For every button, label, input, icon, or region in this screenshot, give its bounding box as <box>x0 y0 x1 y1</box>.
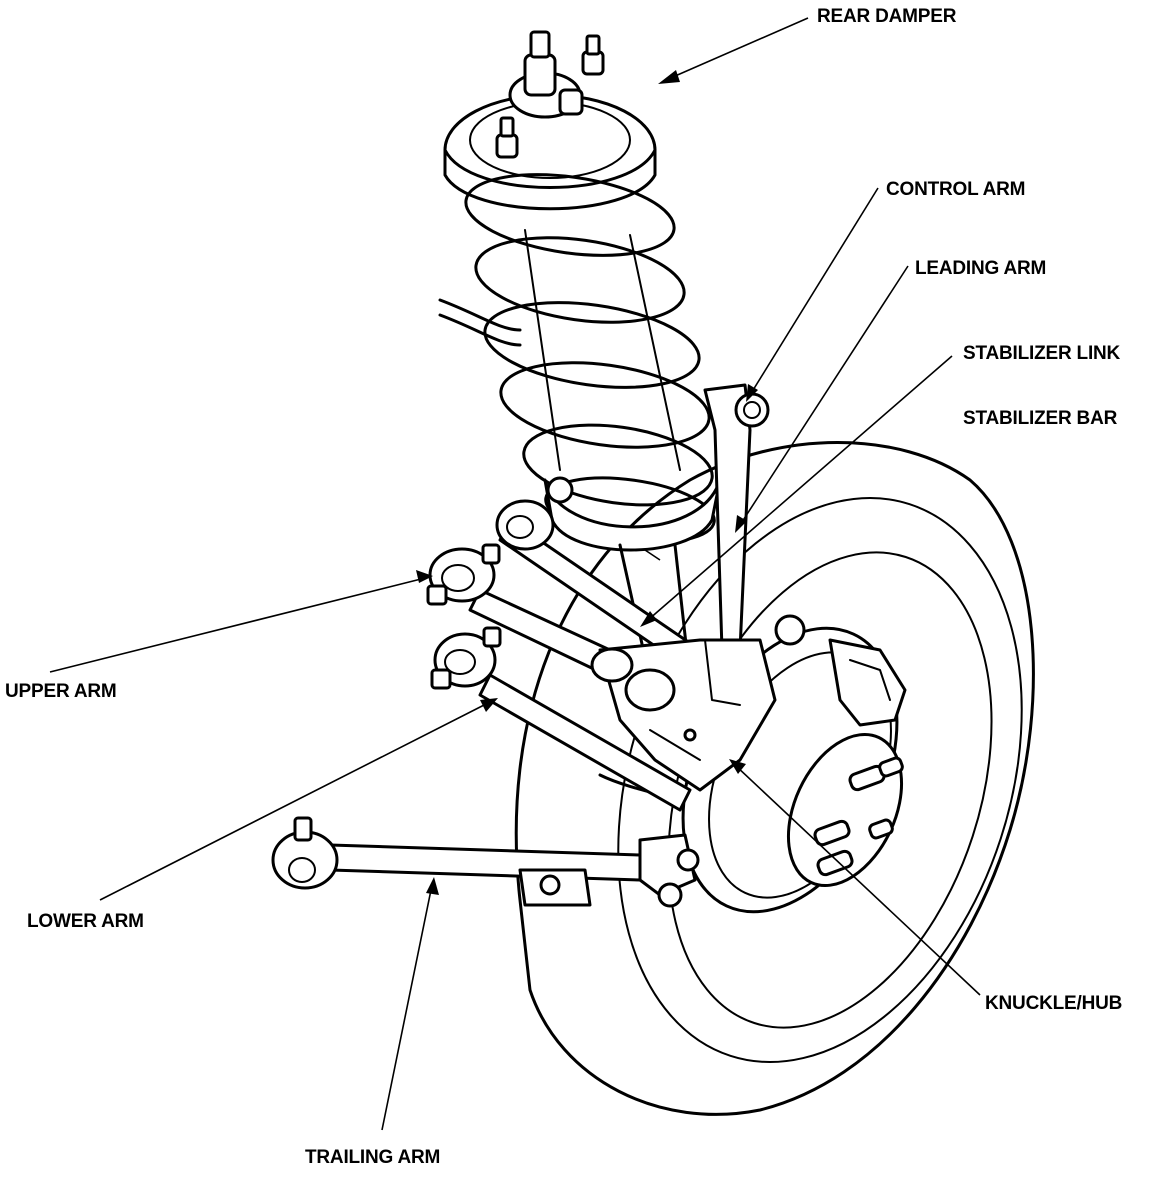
label-stabilizer-link: STABILIZER LINK <box>963 343 1121 364</box>
label-leading-arm: LEADING ARM <box>915 258 1047 279</box>
upper-arm-part <box>426 543 612 674</box>
lower-arm-part <box>430 626 692 812</box>
label-trailing-arm: TRAILING ARM <box>305 1147 441 1168</box>
label-rear-damper: REAR DAMPER <box>817 6 957 27</box>
damper-top-mount <box>443 30 657 211</box>
leading-arm-part <box>495 499 702 672</box>
trailing-arm-part <box>271 816 700 908</box>
brake-caliper <box>774 614 907 727</box>
label-knuckle-hub: KNUCKLE/HUB <box>985 993 1123 1014</box>
label-upper-arm: UPPER ARM <box>5 681 117 702</box>
label-control-arm: CONTROL ARM <box>886 179 1026 200</box>
label-stabilizer-bar: STABILIZER BAR <box>963 408 1118 429</box>
coil-spring <box>464 173 716 544</box>
knuckle <box>590 638 777 792</box>
leader-lines <box>49 17 981 1131</box>
label-lower-arm: LOWER ARM <box>27 911 144 932</box>
